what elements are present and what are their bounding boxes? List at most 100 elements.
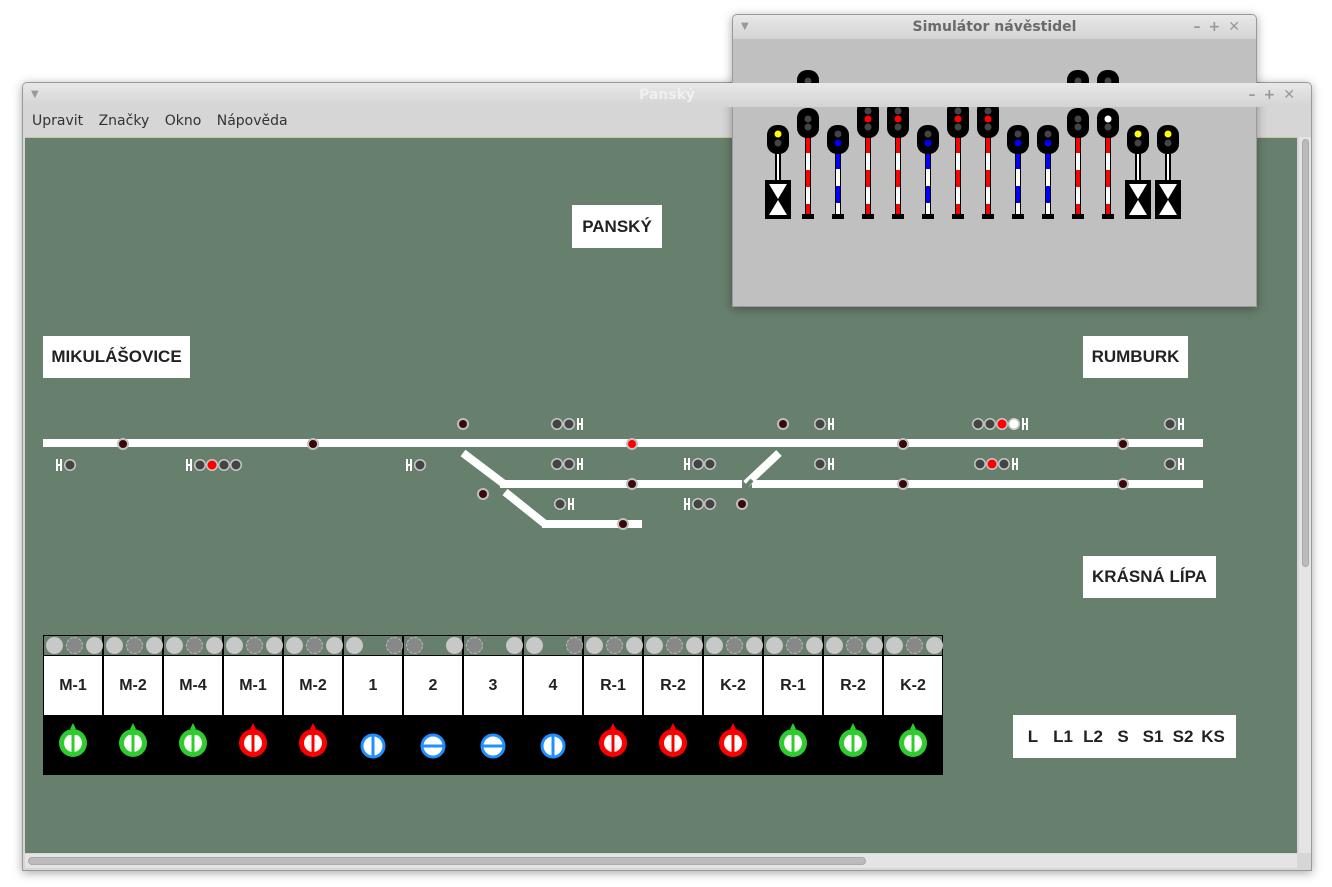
panel-column: 2 [403,635,463,775]
indicator-lamp [126,637,143,654]
pole-stripe [836,152,840,169]
window-controls[interactable]: –+✕ [1248,87,1303,103]
column-label: M-1 [224,656,282,715]
column-label: 2 [404,656,462,715]
simulator-titlebar[interactable]: ▼ Simulátor návěstidel –+✕ [733,15,1256,39]
signal-lamp-off [1104,123,1112,131]
window-controls[interactable]: –+✕ [1193,19,1248,35]
lamp-red [207,460,217,470]
simulator-title: Simulátor návěstidel [912,19,1077,35]
pole-stripe [896,170,900,187]
lamp-red [997,419,1007,429]
track-signal-off [1119,480,1127,488]
lever-knob-icon[interactable] [598,721,628,761]
lever-knob-icon[interactable] [238,721,268,761]
pole-stripe [1016,152,1020,169]
indicator-row [224,636,283,655]
lever-knob-icon[interactable] [778,721,808,761]
station-label-rumburk: RUMBURK [1083,336,1188,378]
lamp-off [705,499,715,509]
column-label: 3 [464,656,522,715]
h-mark [684,503,690,505]
signal-lamp-off [864,107,872,115]
window-menu-icon[interactable]: ▼ [31,89,39,100]
lever-knob-icon[interactable] [838,721,868,761]
h-mark [1178,463,1184,465]
signal-base [862,214,874,219]
signal-display [765,70,1181,219]
indicator-row [764,636,823,655]
pole-stripe [1106,136,1110,153]
pole-stripe [866,153,870,170]
column-label: 1 [344,656,402,715]
indicator-lamp [646,637,663,654]
indicator-lamp [326,637,343,654]
indicator-row [464,636,523,655]
panel-column: K-2 [883,635,943,775]
track-signal-off [899,440,907,448]
station-label-pansky: PANSKÝ [572,205,662,248]
pole-stripe [806,153,810,170]
signal-head [797,108,819,138]
pole-stripe [896,187,900,204]
signal-lamp-off [984,107,992,115]
panel-column: 3 [463,635,523,775]
indicator-lamp [666,637,683,654]
route-label: L2 [1083,727,1103,746]
track-signal-red [628,440,636,448]
horizontal-scrollbar[interactable] [25,854,1297,868]
indicator-lamp [186,637,203,654]
switch-knob-icon[interactable] [418,731,448,761]
lever-knob-icon[interactable] [658,721,688,761]
lever-knob-icon[interactable] [58,721,88,761]
signal-lamp-blue [834,139,842,147]
menu-znacky[interactable]: Značky [98,113,150,129]
indicator-lamp [506,637,523,654]
column-label: K-2 [704,656,762,715]
lamp-off [231,460,241,470]
lamp-off [999,459,1009,469]
lamp-white [1009,419,1019,429]
pole-stripe [1076,136,1080,153]
track-signal-off [1119,440,1127,448]
vertical-scrollbar[interactable] [1299,137,1311,853]
menu-napoveda[interactable]: Nápověda [216,113,288,129]
track-signal-off [459,420,467,428]
switch-knob-icon[interactable] [358,731,388,761]
panel-column: 4 [523,635,583,775]
panel-column: K-2 [703,635,763,775]
signal-lamp-off [1134,139,1142,147]
signal-lamp-off [834,130,842,138]
indicator-lamp [926,637,943,654]
menu-upravit[interactable]: Upravit [32,113,84,129]
lever-knob-icon[interactable] [298,721,328,761]
pole-stripe [1076,187,1080,204]
dwarf-box-mark [1159,184,1177,199]
pole-stripe [806,170,810,187]
pole-stripe [1016,203,1020,214]
lever-knob-icon[interactable] [718,721,748,761]
indicator-row [524,636,583,655]
main-titlebar[interactable]: ▼ Panský –+✕ [23,83,1311,107]
signal-lamp-off [1074,123,1082,131]
track-diagram [43,418,1203,530]
window-menu-icon[interactable]: ▼ [741,21,749,32]
route-label: KS [1201,727,1225,746]
indicator-lamp [166,637,183,654]
switch-knob-icon[interactable] [478,731,508,761]
menu-okno[interactable]: Okno [164,113,202,129]
indicator-row [884,636,943,655]
pole-stripe [956,136,960,153]
signal-lamp-red [864,115,872,123]
lever-knob-icon[interactable] [898,721,928,761]
indicator-lamp [606,637,623,654]
lamp-red [987,459,997,469]
lamp-off [1165,459,1175,469]
lever-knob-icon[interactable] [178,721,208,761]
lever-knob-icon[interactable] [118,721,148,761]
signal-lamp-red [894,115,902,123]
indicator-lamp [226,637,243,654]
signal-lamp-off [804,123,812,131]
switch-knob-icon[interactable] [538,731,568,761]
